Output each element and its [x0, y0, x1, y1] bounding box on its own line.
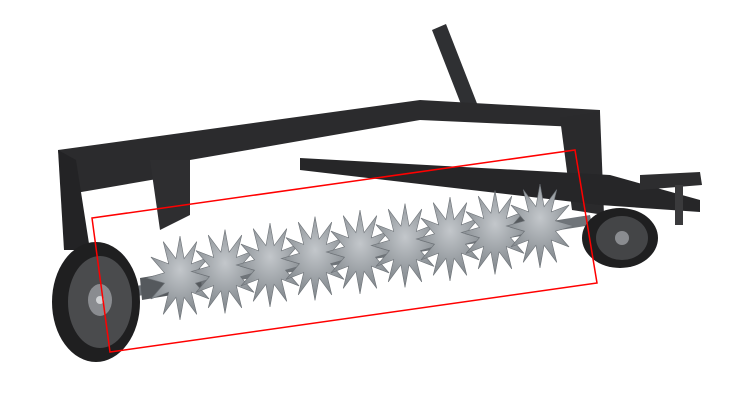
spike-disc: [505, 183, 575, 269]
spike-disc: [415, 196, 485, 282]
aerator-frame: [58, 100, 702, 250]
tow-handle: [432, 24, 478, 112]
spike-disc: [145, 235, 215, 321]
right-wheel: [582, 208, 658, 268]
spike-disc: [325, 209, 395, 295]
spike-discs: [145, 183, 575, 321]
left-wheel: [52, 242, 140, 362]
spike-disc: [190, 229, 260, 314]
spike-disc: [280, 216, 350, 301]
spike-disc: [370, 203, 440, 288]
annotation-box: [91, 149, 598, 353]
spike-disc: [460, 190, 530, 275]
spike-disc: [235, 222, 305, 308]
